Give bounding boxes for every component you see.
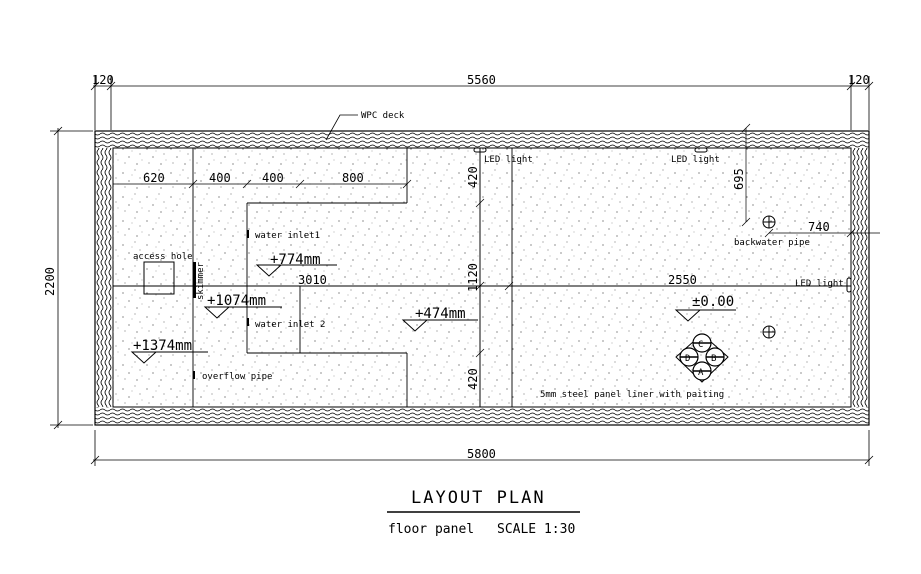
dim-420-bottom: 420 — [466, 368, 480, 390]
dim-2550: 2550 — [668, 273, 697, 287]
dim-740: 740 — [808, 220, 830, 234]
dim-420-top: 420 — [466, 166, 480, 188]
water-inlet-2-marker — [247, 318, 249, 326]
dim-bottom-total: 5800 — [467, 447, 496, 461]
wpc-deck-label: WPC deck — [361, 111, 405, 121]
drawing-scale: SCALE 1:30 — [497, 522, 575, 537]
level-markers — [130, 264, 736, 364]
jet-label-c: C — [698, 340, 703, 350]
led-lights — [473, 147, 852, 293]
water-inlet-1-marker — [247, 230, 249, 238]
led-light-label-3: LED light — [795, 279, 844, 289]
jet-b: B — [705, 347, 725, 367]
dim-top-total: 5560 — [467, 73, 496, 87]
access-hole-label: access hole — [133, 252, 193, 262]
dim-620: 620 — [143, 171, 165, 185]
dim-400b: 400 — [262, 171, 284, 185]
level-1074: +1074mm — [207, 293, 266, 309]
dim-400a: 400 — [209, 171, 231, 185]
jet-d: D — [679, 347, 699, 367]
drain-icon — [762, 325, 776, 339]
dim-1120: 1120 — [466, 263, 480, 292]
skimmer-marker — [193, 262, 196, 298]
interior-dimension-lines — [113, 123, 880, 407]
wpc-deck-frame — [94, 130, 870, 426]
dim-top-left-wall: 120 — [92, 73, 114, 87]
water-inlet-2-label: water inlet 2 — [255, 320, 325, 330]
wpc-deck-leader — [325, 114, 358, 141]
led-light-label-1: LED light — [484, 155, 533, 165]
jet-a: A — [692, 361, 712, 381]
skimmer-label: skimmer — [196, 261, 206, 300]
led-light-label-2: LED light — [671, 155, 720, 165]
dim-left-height: 2200 — [43, 267, 57, 296]
level-474: +474mm — [415, 306, 466, 322]
access-hole-box — [143, 261, 175, 295]
backwater-pipe-icon — [762, 215, 776, 229]
outer-dimensions — [50, 76, 874, 466]
overflow-pipe-label: overflow pipe — [202, 372, 272, 382]
liner-note: 5mm steel panel liner with paiting — [540, 390, 724, 400]
drawing-subtitle: floor panel — [388, 522, 474, 537]
level-000: ±0.00 — [692, 294, 734, 310]
dim-top-right-wall: 120 — [848, 73, 870, 87]
overflow-pipe-marker — [193, 371, 195, 379]
jet-c: C — [692, 333, 712, 353]
jet-cluster-icon: C B D A — [675, 333, 729, 383]
backwater-pipe-label: backwater pipe — [734, 238, 810, 248]
level-774: +774mm — [270, 252, 321, 268]
level-1374: +1374mm — [133, 338, 192, 354]
drawing-title: LAYOUT PLAN — [411, 488, 546, 508]
jet-label-a: A — [698, 368, 704, 378]
jet-label-d: D — [685, 354, 690, 364]
dim-3010: 3010 — [298, 273, 327, 287]
water-inlet-1-label: water inlet1 — [255, 231, 320, 241]
jet-label-b: B — [711, 354, 716, 364]
dim-695: 695 — [732, 168, 746, 190]
dim-800: 800 — [342, 171, 364, 185]
